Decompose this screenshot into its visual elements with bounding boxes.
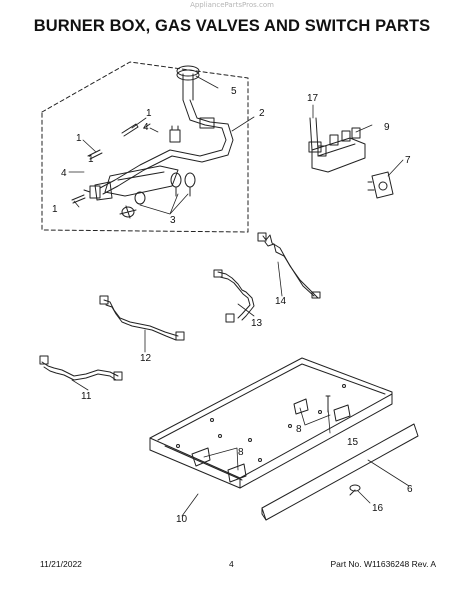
part-12-tube — [99, 295, 185, 341]
callout-10: 10 — [176, 514, 188, 525]
callout-8: 8 — [296, 424, 302, 435]
callout-14: 14 — [275, 296, 287, 307]
callout-15: 15 — [347, 437, 359, 448]
leader-lines — [68, 75, 410, 517]
part-1-screws — [71, 123, 151, 204]
watermark: AppliancePartsPros.com — [190, 1, 274, 9]
part-10-burner-box — [149, 357, 393, 489]
callout-labels: 5 2 1 4 1 4 1 1 3 17 9 7 14 13 12 11 15 … — [52, 86, 413, 525]
part-4-valves — [83, 125, 181, 199]
page-title: BURNER BOX, GAS VALVES AND SWITCH PARTS — [33, 17, 431, 35]
part-11-tube — [39, 355, 123, 381]
part-14-tube — [257, 232, 321, 299]
callout-1: 1 — [88, 154, 94, 165]
callout-17: 16 — [372, 503, 384, 514]
callout-6: 6 — [407, 484, 413, 495]
callout-5: 5 — [231, 86, 237, 97]
footer-part-number: Part No. W11636248 Rev. A — [330, 559, 436, 569]
callout-1: 1 — [76, 133, 82, 144]
callout-11: 11 — [81, 391, 92, 402]
footer-page-number: 4 — [229, 559, 234, 569]
callout-8: 8 — [238, 447, 244, 458]
part-13-tube — [213, 269, 255, 323]
callout-2: 2 — [259, 108, 265, 119]
callout-1: 1 — [52, 204, 58, 215]
part-8-brackets — [191, 398, 351, 483]
part-7-module — [367, 171, 394, 199]
callout-16: 17 — [307, 93, 319, 104]
callout-1: 1 — [146, 108, 152, 119]
callout-4: 4 — [61, 168, 67, 179]
callout-9: 9 — [384, 122, 390, 133]
part-6-front-rail — [261, 423, 419, 521]
callout-3: 3 — [170, 215, 176, 226]
callout-7: 7 — [405, 155, 411, 166]
part-3-fittings — [119, 172, 196, 219]
callout-4: 4 — [143, 122, 149, 133]
part-2-manifold — [94, 99, 234, 201]
callout-12: 12 — [140, 353, 152, 364]
footer-date: 11/21/2022 — [40, 559, 82, 569]
part-5-inlet-fitting — [176, 65, 200, 101]
part-17-screw — [349, 484, 361, 496]
part-9-switch-assembly — [311, 127, 366, 173]
part-16-connector — [308, 117, 322, 153]
assembly-dashed-outline — [41, 61, 249, 233]
callout-13: 13 — [251, 318, 263, 329]
